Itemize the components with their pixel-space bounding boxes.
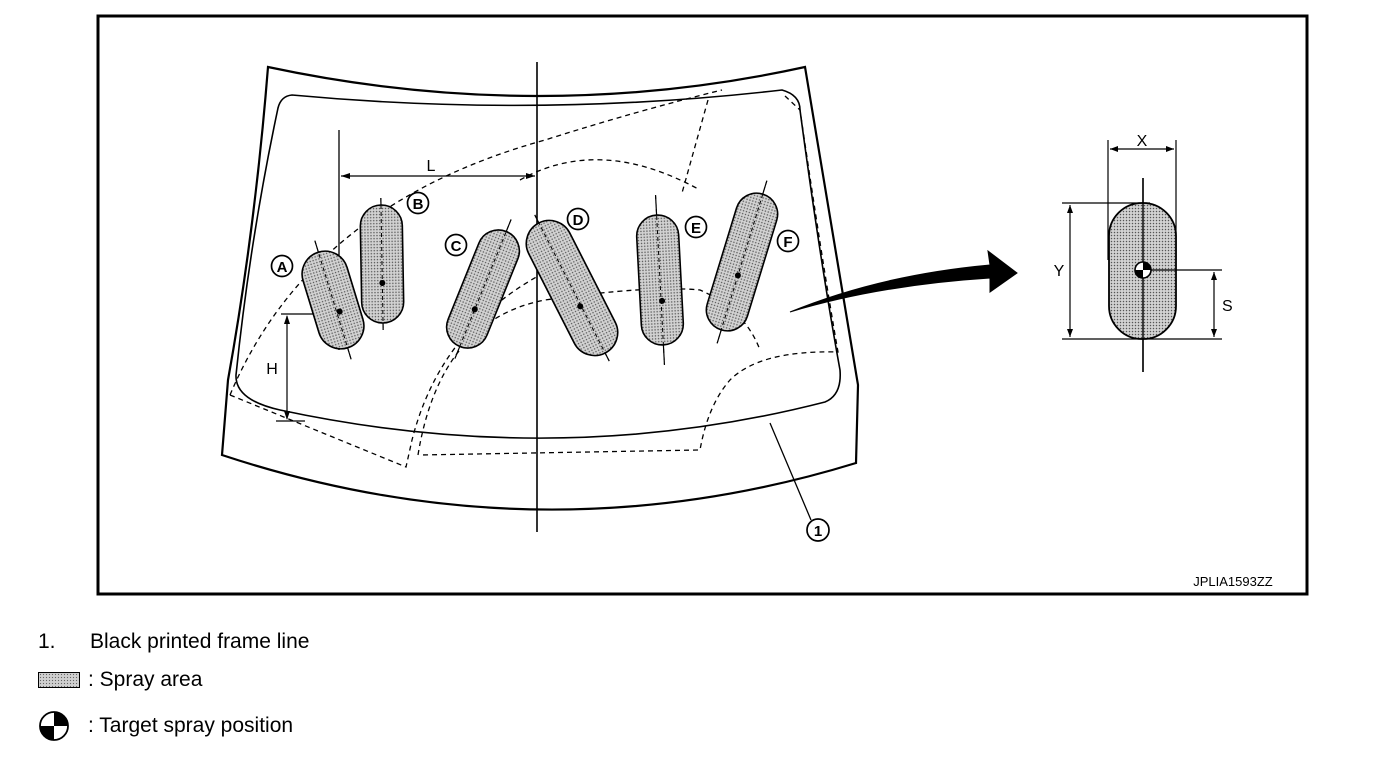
legend-target-spray: : Target spray position: [38, 710, 293, 742]
spray-pattern-C: [445, 219, 521, 359]
legend-item-1-text: Black printed frame line: [90, 630, 310, 653]
legend-target-spray-text: : Target spray position: [88, 714, 294, 737]
svg-text:E: E: [691, 220, 701, 237]
dashed-zone-left: [229, 89, 723, 396]
dim-L-arrow-left: [341, 173, 350, 179]
detail-view: X Y S: [1054, 133, 1233, 372]
windshield-outline: [220, 65, 860, 511]
dim-H-arrow-bottom: [284, 411, 290, 420]
callout-1-leader: [769, 422, 812, 521]
dim-H-arrow-top: [284, 315, 290, 324]
svg-text:1: 1: [814, 523, 822, 540]
detail-arrow: [789, 249, 1018, 313]
marker-B: B: [406, 191, 430, 215]
figure-code: JPLIA1593ZZ: [1193, 574, 1273, 589]
spray-pattern-E: [635, 195, 685, 365]
callout-1: 1: [806, 518, 830, 542]
marker-E: E: [684, 215, 708, 239]
dim-H-label: H: [266, 361, 278, 378]
legend-spray-area-text: : Spray area: [88, 668, 203, 691]
svg-text:C: C: [451, 238, 462, 255]
target-spray-position-icon: [39, 711, 69, 741]
svg-text:A: A: [277, 259, 288, 276]
marker-F: F: [776, 229, 800, 253]
dashed-zone-right-frame: [419, 95, 839, 456]
legend-item-1: 1. Black printed frame line: [38, 630, 309, 654]
spray-area-swatch-icon: [38, 672, 80, 688]
detail-target-icon: [1134, 261, 1152, 279]
figure-frame: [96, 14, 1309, 596]
dashed-zone-left-bottom: [229, 274, 541, 468]
dim-X-label: X: [1137, 133, 1148, 150]
spray-pattern-B: [359, 197, 405, 331]
spray-pattern-D: [525, 214, 619, 362]
marker-A: A: [270, 254, 294, 278]
svg-text:D: D: [573, 212, 584, 229]
dim-Y-label: Y: [1054, 263, 1065, 280]
legend-item-1-number: 1.: [38, 630, 56, 653]
dim-L-label: L: [427, 158, 436, 175]
black-printed-frame-line: [235, 89, 842, 439]
dim-S-label: S: [1222, 298, 1233, 315]
spray-pattern-F: [705, 180, 779, 344]
dim-L-arrow-right: [526, 173, 535, 179]
svg-text:F: F: [783, 234, 792, 251]
svg-text:B: B: [413, 196, 424, 213]
legend-spray-area: : Spray area: [38, 668, 202, 692]
spray-pattern-A: [301, 240, 365, 360]
dashed-zone-right: [519, 99, 709, 194]
marker-D: D: [566, 207, 590, 231]
marker-C: C: [444, 233, 468, 257]
